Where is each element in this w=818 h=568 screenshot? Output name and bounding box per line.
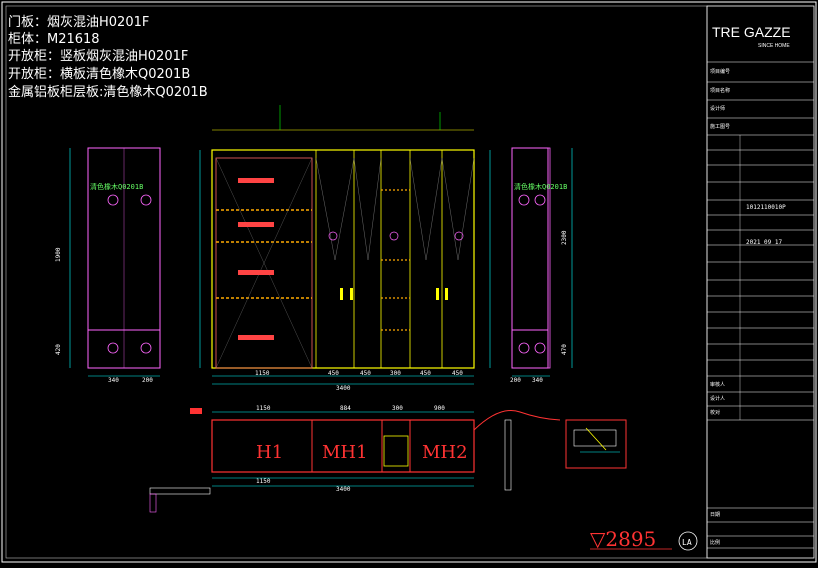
- left-panel-label: 清色橡木Q0201B: [90, 182, 143, 191]
- section-tag-text: LA: [682, 538, 692, 547]
- right-side-elevation: 清色橡木Q0201B 2300 470 200 340: [510, 147, 573, 384]
- right-dim-2: 470: [561, 344, 568, 355]
- plan-label-h1: H1: [256, 442, 283, 463]
- detail-callout: [565, 419, 627, 469]
- elevation-mark-text: ▽2895: [590, 527, 656, 551]
- tb-label-7: 校对: [710, 409, 720, 416]
- tb-label-1: 项目编号: [710, 68, 730, 75]
- front-total-width: 3400: [336, 385, 351, 392]
- front-dim-6: 450: [452, 370, 463, 377]
- left-side-elevation: 清色橡木Q0201B 1900 420 340 200: [55, 147, 161, 384]
- note-open-cabinet-vertical: 开放柜：竖板烟灰混油H0201F: [8, 49, 189, 64]
- right-dim-1: 2300: [561, 230, 568, 245]
- tb-label-5: 审核人: [710, 381, 725, 388]
- left-width-2: 200: [142, 377, 153, 384]
- tb-label-2: 项目名称: [710, 87, 730, 94]
- left-width-1: 340: [108, 377, 119, 384]
- left-dim-2: 420: [55, 344, 62, 355]
- tb-label-4: 施工图号: [710, 123, 730, 130]
- tb-label-9: 比例: [710, 539, 720, 546]
- title-date: 2021 09 17: [746, 239, 783, 246]
- title-block: TRE GAZZE SINCE HOME 2021 09 17 10121100…: [706, 5, 815, 559]
- plan-label-mh2: MH2: [422, 442, 468, 463]
- plan-bottom-dim-2: 3400: [336, 486, 351, 493]
- elevation-mark: ▽2895 LA: [590, 527, 698, 551]
- plan-top-dim-4: 900: [434, 405, 445, 412]
- front-dim-3: 450: [360, 370, 371, 377]
- tb-label-8: 日期: [710, 512, 720, 518]
- right-width-1: 200: [510, 377, 521, 384]
- right-panel-label: 清色橡木Q0201B: [514, 182, 567, 191]
- note-cabinet-body: 柜体：M21618: [8, 32, 100, 47]
- front-dim-2: 450: [328, 370, 339, 377]
- left-dim-1: 1900: [55, 247, 62, 262]
- plan-bottom-dim-1: 1150: [256, 478, 271, 485]
- plan-top-dim-1: 1150: [256, 405, 271, 412]
- front-dim-5: 450: [420, 370, 431, 377]
- plan-top-dim-2: 884: [340, 405, 351, 412]
- logo-text: TRE GAZZE: [712, 24, 791, 40]
- plan-label-mh1: MH1: [322, 442, 368, 463]
- note-open-cabinet-horizontal: 开放柜：横板清色橡木Q0201B: [8, 67, 191, 82]
- tb-label-6: 设计人: [710, 395, 725, 402]
- title-code: 1012110010P: [746, 204, 786, 211]
- logo-subtext: SINCE HOME: [758, 43, 790, 49]
- plan-top-dim-3: 300: [392, 405, 403, 412]
- front-dim-4: 300: [390, 370, 401, 377]
- front-dim-1: 1150: [255, 370, 270, 377]
- tb-label-3: 设计师: [710, 105, 725, 112]
- front-elevation: 1150 450 450 300 450 450 3400: [199, 105, 491, 392]
- plan-view: H1 MH1 MH2 1150 884 300 900 1150 3400: [149, 405, 561, 513]
- note-aluminum-shelf: 金属铝板柜层板:清色橡木Q0201B: [8, 85, 208, 100]
- note-door-panel: 门板：烟灰混油H0201F: [8, 15, 150, 30]
- right-width-2: 340: [532, 377, 543, 384]
